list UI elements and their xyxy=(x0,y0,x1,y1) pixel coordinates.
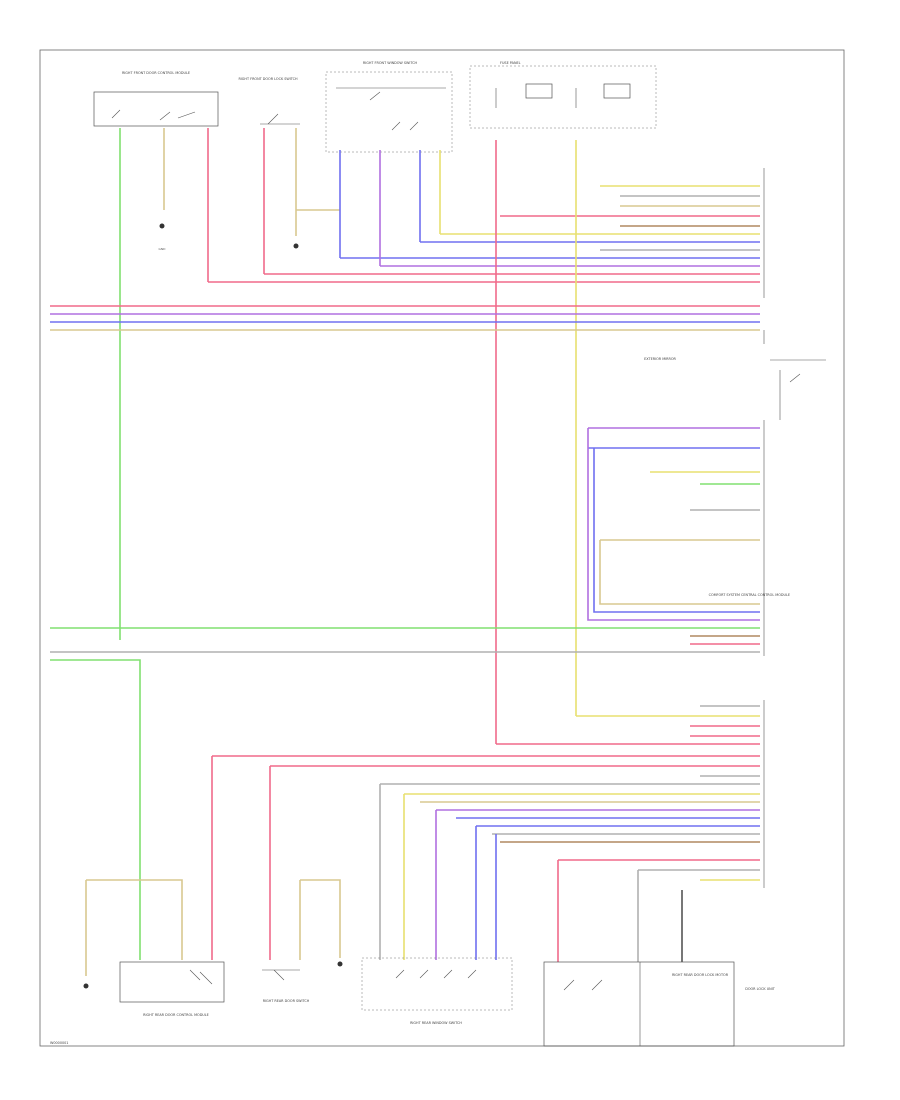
wire-71 xyxy=(86,879,183,960)
rf-door-switch-box: RIGHT FRONT DOOR LOCK SWITCH xyxy=(238,77,300,125)
footer-code: W0000001 xyxy=(50,1041,68,1045)
exterior-mirror-label: EXTERIOR MIRROR xyxy=(644,357,676,361)
wire-39 xyxy=(50,659,141,960)
wire-72 xyxy=(300,879,341,958)
rf-door-module-box: RIGHT FRONT DOOR CONTROL MODULE xyxy=(93,71,219,127)
rr-door-lock-label: RIGHT REAR DOOR LOCK MOTOR xyxy=(672,973,729,977)
fuse-panel-label: FUSE PANEL xyxy=(500,61,521,65)
rf-door-module-label: RIGHT FRONT DOOR CONTROL MODULE xyxy=(122,71,190,75)
ground-symbol-2 xyxy=(293,243,299,249)
rf-door-switch-label: RIGHT FRONT DOOR LOCK SWITCH xyxy=(238,77,298,81)
rr-door-module-label: RIGHT REAR DOOR CONTROL MODULE xyxy=(143,1013,209,1017)
central-module-label: COMFORT SYSTEM CENTRAL CONTROL MODULE xyxy=(709,593,790,597)
wire-35 xyxy=(593,448,760,613)
wire-34 xyxy=(587,428,760,621)
rr-window-switch-label: RIGHT REAR WINDOW SWITCH xyxy=(410,1021,462,1025)
diagram-border xyxy=(39,49,845,1047)
rr-door-switch-label: RIGHT REAR DOOR SWITCH xyxy=(263,999,310,1003)
wire-36 xyxy=(599,540,760,605)
rr-window-switch-box: RIGHT REAR WINDOW SWITCH xyxy=(361,957,513,1025)
rr-door-switch-box: RIGHT REAR DOOR SWITCH xyxy=(262,969,310,1003)
rf-window-switch-label: RIGHT FRONT WINDOW SWITCH xyxy=(363,61,418,65)
rf-window-switch-box: RIGHT FRONT WINDOW SWITCH xyxy=(325,61,453,153)
ground-symbol-4 xyxy=(337,961,343,967)
rr-door-module-box: RIGHT REAR DOOR CONTROL MODULE xyxy=(119,961,225,1017)
ground-symbol-1: GND xyxy=(159,223,167,251)
wire-group xyxy=(50,128,760,976)
ground-label-1: GND xyxy=(159,247,167,251)
rr-door-lock-box: RIGHT REAR DOOR LOCK MOTOR DOOR LOCK UNI… xyxy=(543,961,776,1047)
ground-symbol-3 xyxy=(83,983,89,989)
right-connectors xyxy=(763,168,826,888)
door-lock-unit-label: DOOR LOCK UNIT xyxy=(745,987,776,991)
fuse-panel-box: FUSE PANEL xyxy=(469,61,657,129)
